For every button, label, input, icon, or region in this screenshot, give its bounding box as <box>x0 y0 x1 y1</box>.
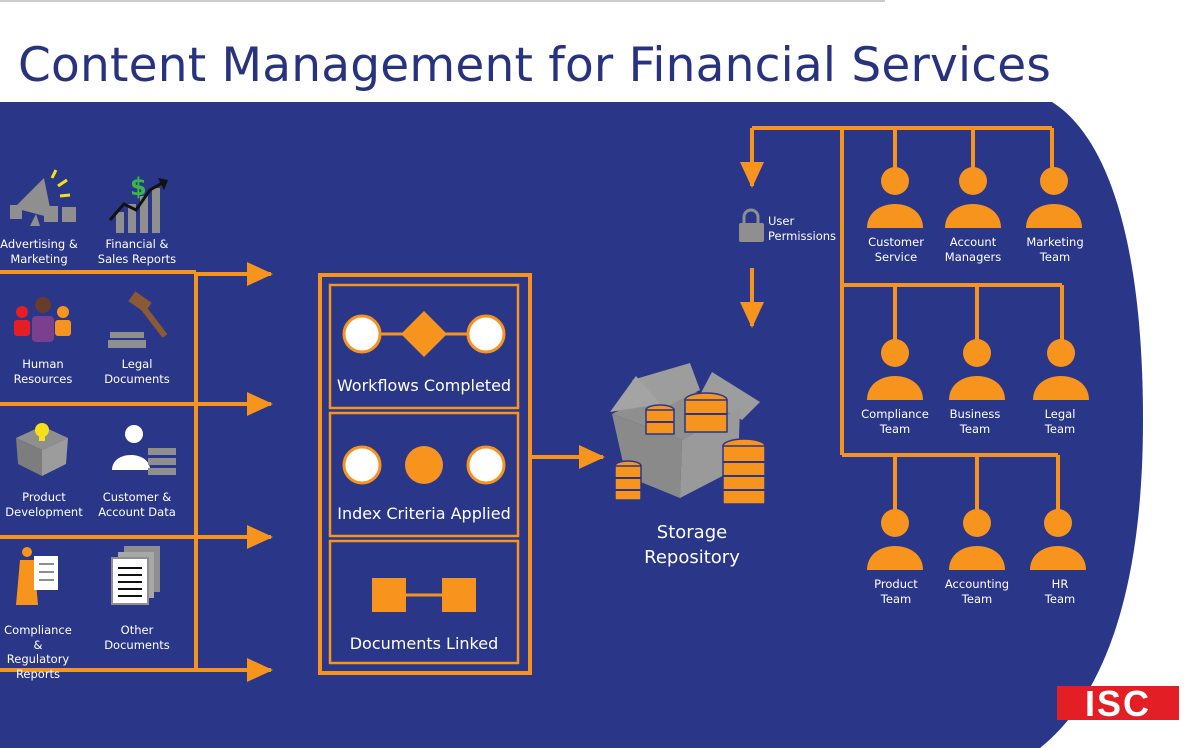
isc-logo: ISC <box>1057 683 1179 724</box>
documents-icon <box>111 546 160 605</box>
person-icon <box>945 167 1001 228</box>
svg-text:$: $ <box>130 173 147 201</box>
team-connectors <box>750 126 1064 510</box>
team-icons <box>867 167 1089 570</box>
source-arrows <box>196 262 273 682</box>
person-icon <box>949 509 1005 570</box>
customer-data-icon <box>112 425 176 475</box>
workflow-icon <box>342 311 506 357</box>
index-icon <box>342 445 506 485</box>
person-icon <box>949 339 1005 400</box>
source-grid <box>0 270 198 672</box>
clipboard-person-icon <box>16 547 58 605</box>
source-label: Customer &Account Data <box>98 490 176 519</box>
people-icon <box>14 297 71 342</box>
storage-box-icon <box>610 363 766 505</box>
person-icon <box>867 167 923 228</box>
person-icon <box>867 339 923 400</box>
person-icon <box>1033 339 1089 400</box>
gavel-icon <box>108 291 168 348</box>
index-label: Index Criteria Applied <box>337 504 511 523</box>
growth-chart-icon: $ <box>108 173 168 233</box>
logo-text: ISC <box>1085 683 1151 724</box>
lock-icon <box>739 208 764 242</box>
top-rule <box>0 0 885 2</box>
source-label: Advertising &Marketing <box>0 237 78 266</box>
lightbulb-box-icon <box>16 423 68 476</box>
background-panel <box>0 102 1143 748</box>
workflows-label: Workflows Completed <box>336 376 512 395</box>
source-label: Financial &Sales Reports <box>97 237 177 266</box>
person-icon <box>1030 509 1086 570</box>
process-panel <box>318 273 532 675</box>
person-icon <box>867 509 923 570</box>
page-title: Content Management for Financial Service… <box>18 38 1052 93</box>
megaphone-icon <box>10 169 76 226</box>
linked-docs-icon <box>372 578 476 612</box>
person-icon <box>1026 167 1082 228</box>
linked-label: Documents Linked <box>349 634 499 653</box>
